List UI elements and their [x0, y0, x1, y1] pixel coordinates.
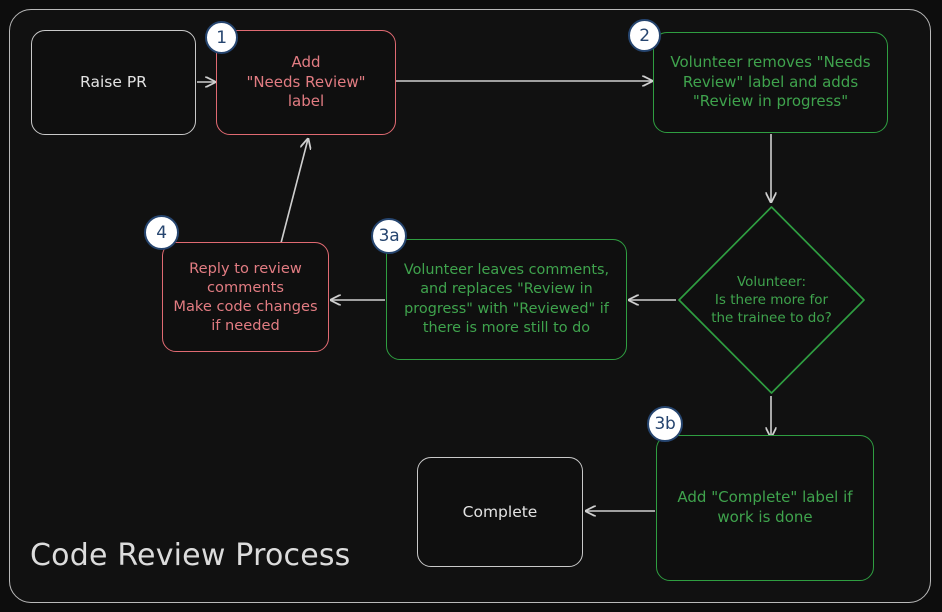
diagram-title: Code Review Process: [30, 538, 351, 573]
node-add-complete-label[interactable]: Add "Complete" label if work is done: [656, 435, 874, 581]
node-reply-to-review[interactable]: Reply to review comments Make code chang…: [162, 242, 329, 352]
node-volunteer-removes-label: Volunteer removes "Needs Review" label a…: [670, 52, 871, 111]
node-complete[interactable]: Complete: [417, 457, 583, 567]
node-decision-more-work-label: Volunteer: Is there more for the trainee…: [711, 273, 832, 327]
node-raise-pr[interactable]: Raise PR: [31, 30, 196, 135]
node-volunteer-leaves-comments[interactable]: Volunteer leaves comments, and replaces …: [386, 239, 627, 360]
badge-step-3a: 3a: [371, 218, 407, 254]
badge-step-1: 1: [205, 21, 238, 54]
node-add-needs-review[interactable]: Add "Needs Review" label: [216, 30, 396, 135]
node-raise-pr-label: Raise PR: [80, 73, 147, 92]
node-reply-to-review-label: Reply to review comments Make code chang…: [173, 259, 318, 335]
node-volunteer-leaves-comments-label: Volunteer leaves comments, and replaces …: [403, 262, 610, 336]
node-add-needs-review-label: Add "Needs Review" label: [246, 52, 366, 111]
node-decision-more-work[interactable]: Volunteer: Is there more for the trainee…: [676, 204, 867, 396]
node-add-complete-label-label: Add "Complete" label if work is done: [677, 488, 853, 526]
node-volunteer-removes[interactable]: Volunteer removes "Needs Review" label a…: [653, 32, 888, 133]
diamond-shape: [678, 206, 865, 394]
badge-step-4: 4: [144, 215, 179, 250]
badge-step-3b: 3b: [647, 406, 683, 442]
badge-step-2: 2: [628, 19, 661, 52]
node-complete-label: Complete: [462, 502, 538, 521]
